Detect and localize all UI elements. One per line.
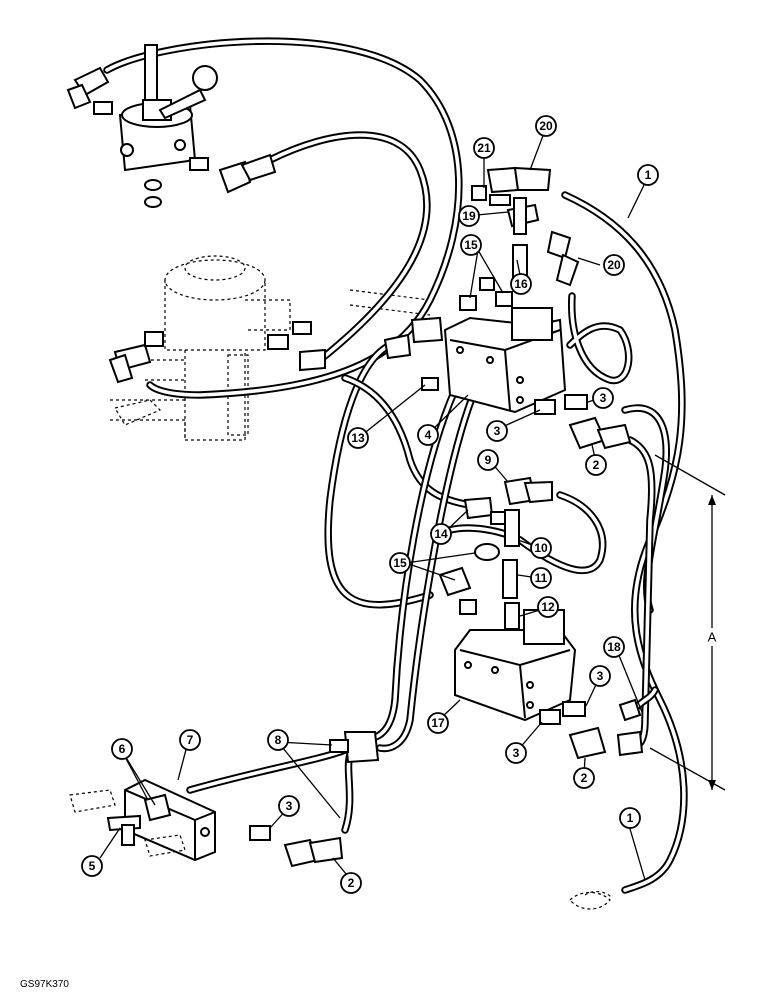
middle-fittings: [438, 394, 632, 615]
callout-4: 4: [417, 424, 439, 446]
callout-5: 5: [81, 855, 103, 877]
callout-8: 8: [267, 729, 289, 751]
svg-text:2: 2: [581, 771, 588, 785]
svg-text:3: 3: [494, 424, 501, 438]
svg-text:9: 9: [485, 453, 492, 467]
svg-text:3: 3: [513, 746, 520, 760]
upper-valve-block: [443, 166, 580, 414]
callout-10: 10: [530, 537, 552, 559]
callout-18: 18: [603, 636, 625, 658]
svg-text:10: 10: [534, 541, 548, 555]
callout-20-top: 20: [535, 115, 557, 137]
svg-text:5: 5: [89, 859, 96, 873]
callout-21: 21: [473, 137, 495, 159]
svg-text:20: 20: [539, 119, 553, 133]
swivel-fittings: [108, 316, 444, 391]
callout-6: 6: [111, 738, 133, 760]
callout-17: 17: [427, 712, 449, 734]
callout-12: 12: [537, 596, 559, 618]
svg-text:21: 21: [477, 141, 491, 155]
callout-15-upper: 15: [460, 234, 482, 256]
dimension-a: A: [649, 454, 726, 791]
callout-3-d: 3: [505, 742, 527, 764]
callout-13: 13: [347, 427, 369, 449]
svg-text:14: 14: [434, 527, 448, 541]
svg-text:4: 4: [425, 428, 432, 442]
svg-text:1: 1: [645, 168, 652, 182]
callout-3-c: 3: [589, 665, 611, 687]
svg-text:3: 3: [600, 391, 607, 405]
callout-16: 16: [510, 273, 532, 295]
svg-text:15: 15: [393, 556, 407, 570]
svg-text:19: 19: [462, 209, 476, 223]
callout-19: 19: [458, 205, 480, 227]
svg-text:13: 13: [351, 431, 365, 445]
svg-text:12: 12: [541, 600, 555, 614]
svg-text:11: 11: [535, 571, 548, 585]
callout-14: 14: [430, 523, 452, 545]
callout-20-right: 20: [603, 254, 625, 276]
top-control-valve: [66, 44, 277, 208]
dimension-label: A: [708, 630, 717, 645]
callout-15-lower: 15: [389, 552, 411, 574]
svg-text:2: 2: [348, 876, 355, 890]
reference-stubs-dashed: [69, 399, 613, 910]
callout-1-upper: 1: [637, 164, 659, 186]
callout-leaders: [99, 132, 646, 881]
callout-2-bottom: 2: [340, 872, 362, 894]
bottom-valve-block: [106, 731, 380, 868]
callout-2-upper: 2: [585, 454, 607, 476]
svg-text:20: 20: [607, 258, 621, 272]
svg-text:6: 6: [119, 742, 126, 756]
svg-text:3: 3: [597, 669, 604, 683]
callout-3-e: 3: [278, 795, 300, 817]
svg-text:1: 1: [627, 811, 634, 825]
lower-valve-block: [454, 602, 644, 760]
figure-code: GS97K370: [20, 979, 69, 990]
callout-9: 9: [477, 449, 499, 471]
svg-text:8: 8: [275, 733, 282, 747]
svg-text:17: 17: [431, 716, 445, 730]
hoses: [103, 37, 688, 894]
svg-text:3: 3: [286, 799, 293, 813]
svg-text:15: 15: [464, 238, 478, 252]
svg-text:7: 7: [187, 733, 194, 747]
callout-1-lower: 1: [619, 807, 641, 829]
callout-7: 7: [179, 729, 201, 751]
svg-text:2: 2: [593, 458, 600, 472]
svg-text:18: 18: [607, 640, 621, 654]
callout-3-a: 3: [592, 387, 614, 409]
callouts: 1 1 2 2 2 3 3 3 3 3 4 5 6 7 8 9 10 11 12…: [81, 115, 659, 894]
callout-11: 11: [530, 567, 552, 589]
svg-text:16: 16: [514, 277, 528, 291]
callout-2-lower: 2: [573, 767, 595, 789]
callout-3-b: 3: [486, 420, 508, 442]
